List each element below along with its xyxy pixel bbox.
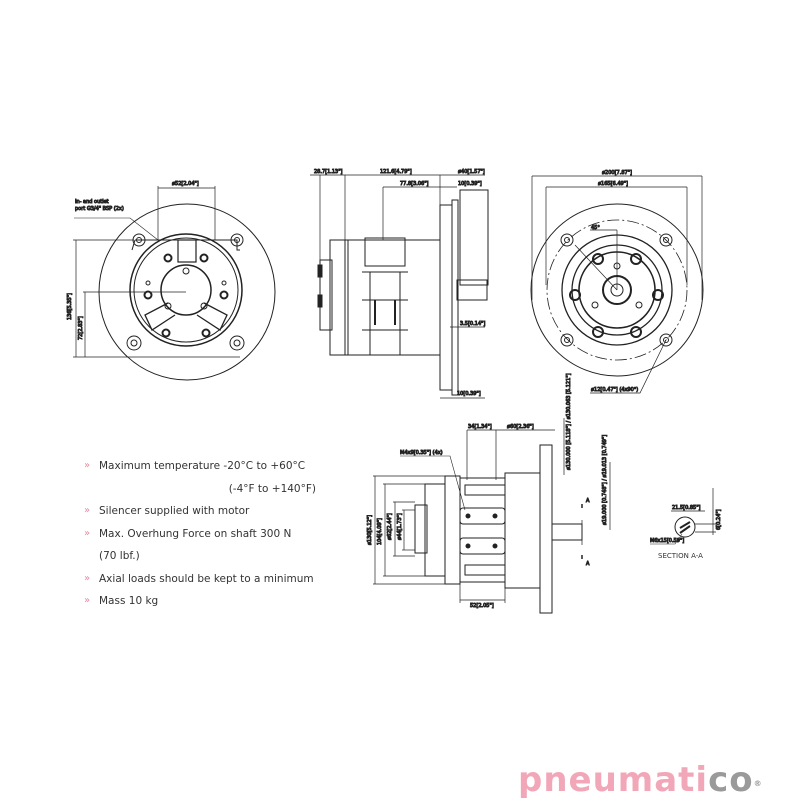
section-title: SECTION A-A [658, 552, 703, 560]
dim-side-2: 121.6[4.79"] [380, 169, 412, 175]
dim-right-bolt: ø165[6.49"] [598, 181, 628, 187]
section-aa [650, 488, 716, 545]
dim-left-height: 136[5.35"] [67, 293, 73, 320]
bottom-view [373, 418, 611, 614]
bullet-icon: » [84, 460, 91, 471]
dim-right-holes: ø12[0.47"] (4x90°) [591, 387, 638, 393]
dim-side-5: 10[0.39"] [458, 181, 482, 187]
spec-item-silencer: » Silencer supplied with motor [84, 500, 324, 523]
dim-bottom-top-2: ø60[2.36"] [507, 424, 534, 430]
dim-left-center: 72[2.83"] [78, 316, 84, 340]
dim-left-top: ø52[2.04"] [172, 181, 199, 187]
dim-side-7: 10[0.39"] [457, 391, 481, 397]
dim-bottom-width: 52[2.05"] [470, 603, 494, 609]
dim-bottom-shaft: ø19.000 [0.748"] / ø19.013 [0.749"] [602, 435, 608, 525]
dim-section-width: 6[0.24"] [716, 509, 722, 530]
dim-section-thread: M6x15[0.59"] [650, 538, 684, 544]
dim-side-4: 77.8[3.06"] [400, 181, 429, 187]
spec-list: » Maximum temperature -20°C to +60°C (-4… [84, 455, 324, 613]
dim-right-outer: ø200[7.87"] [602, 170, 632, 176]
spec-item-overhung-cont: (70 lbf.) [99, 550, 140, 562]
dim-bottom-flange: ø130.000 [5.118"] / ø130.063 [5.121"] [566, 373, 572, 470]
bullet-icon: » [84, 595, 91, 606]
logo-pink-text: pneumati [518, 760, 709, 800]
dim-bottom-left-4: ø44[1.73"] [397, 513, 403, 540]
spec-text: Max. Overhung Force on shaft 300 N [99, 527, 292, 540]
section-mark-bottom: A [586, 561, 590, 567]
bullet-icon: » [84, 572, 91, 584]
dim-section-key: 21.5[0.85"] [672, 505, 701, 511]
dim-bottom-left-3: ø62[2.44"] [387, 513, 393, 540]
spec-item-temperature-cont: (-4°F to +140°F) [228, 482, 316, 495]
logo-grey-text: co [708, 760, 754, 800]
dim-bottom-top-1: 34[1.34"] [468, 424, 492, 430]
front-view-right [530, 175, 704, 394]
spec-text: Maximum temperature -20°C to +60°C [99, 460, 306, 472]
brand-logo: pneumatico® [518, 760, 763, 800]
registered-mark: ® [753, 779, 763, 788]
spec-text: Mass 10 kg [99, 595, 159, 607]
section-mark-top: A [586, 498, 590, 504]
spec-text: Silencer supplied with motor [99, 505, 250, 517]
dim-side-3: ø40[1.57"] [458, 169, 485, 175]
spec-text: Axial loads should be kept to a minimum [99, 572, 314, 585]
spec-item-axial: » Axial loads should be kept to a minimu… [84, 568, 324, 591]
spec-item-temperature: » Maximum temperature -20°C to +60°C [84, 455, 324, 478]
bullet-icon: » [84, 527, 91, 539]
dim-bottom-thread: M4x9[0.35"] (4x) [400, 450, 443, 456]
port-callout-1: In- and outlet [75, 199, 109, 205]
port-callout-2: port G3/4" BSP (2x) [75, 206, 124, 212]
spec-item-overhung: » Max. Overhung Force on shaft 300 N [84, 523, 324, 546]
dim-bottom-left-2: 104[4.09"] [377, 518, 383, 545]
dim-right-angle: 45° [591, 225, 600, 231]
dim-side-6: 3.5[0.14"] [460, 321, 485, 327]
side-view [310, 174, 489, 399]
dim-side-1: 28.7[1.13"] [314, 169, 343, 175]
front-view-left [73, 186, 276, 381]
spec-item-mass: » Mass 10 kg [84, 590, 324, 613]
dim-bottom-left-1: ø130[5.12"] [367, 515, 373, 545]
bullet-icon: » [84, 505, 91, 516]
